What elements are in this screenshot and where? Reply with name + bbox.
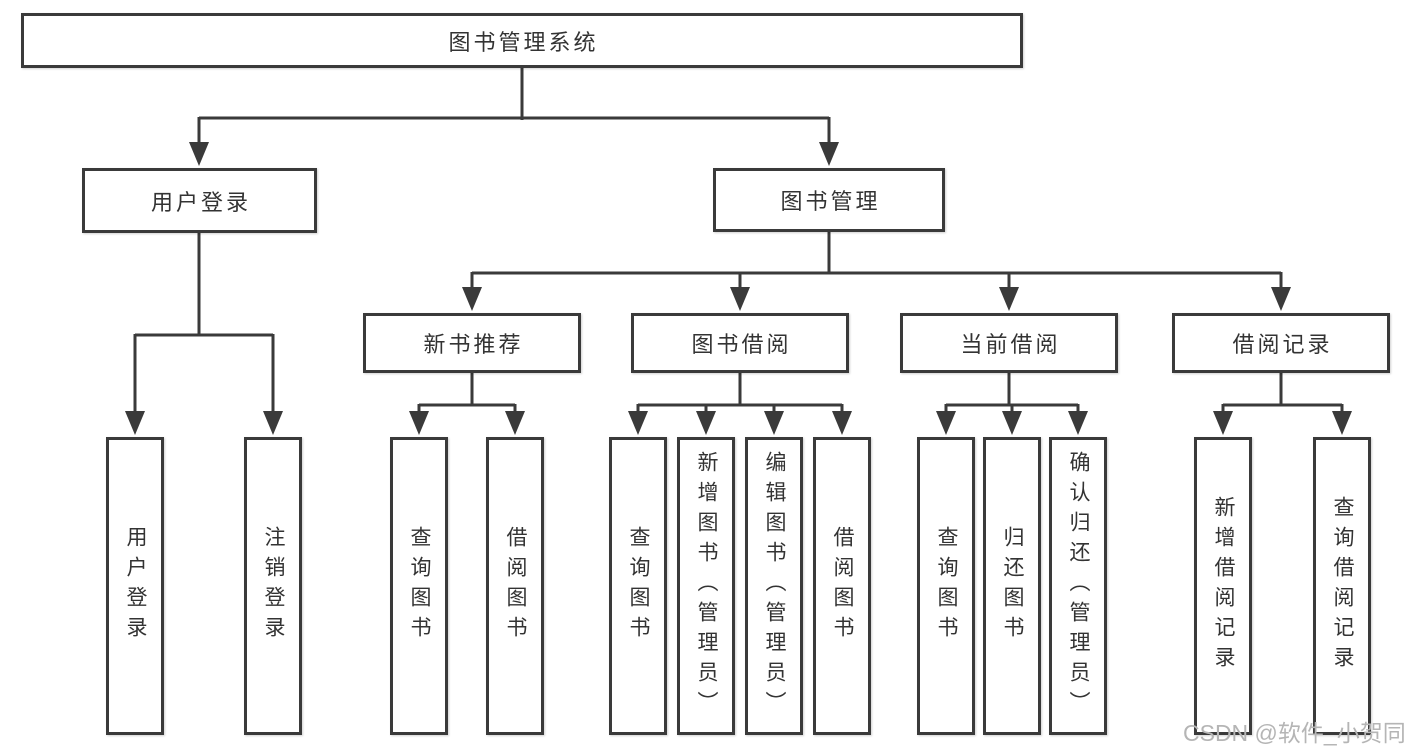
leaf-borrow-books-2: 借阅图书 xyxy=(813,437,871,735)
edges-borrow-records-children xyxy=(1213,371,1352,435)
leaf-logout: 注销登录 xyxy=(244,437,302,735)
leaf-add-borrow-record: 新增借阅记录 xyxy=(1194,437,1252,735)
leaf-user-login: 用户登录 xyxy=(106,437,164,735)
node-book-borrow-label: 图书借阅 xyxy=(691,332,792,357)
leaf-query-books-current-label: 查询图书 xyxy=(935,526,958,646)
leaf-add-book-admin: 新增图书（管理员） xyxy=(677,437,735,735)
edges-book-management-children xyxy=(462,230,1291,311)
leaf-query-borrow-record-label: 查询借阅记录 xyxy=(1331,496,1354,676)
node-current-borrow-label: 当前借阅 xyxy=(960,332,1061,357)
node-user-login: 用户登录 xyxy=(82,168,317,233)
node-root: 图书管理系统 xyxy=(21,13,1023,68)
leaf-query-borrow-record: 查询借阅记录 xyxy=(1313,437,1371,735)
leaf-query-books-current: 查询图书 xyxy=(917,437,975,735)
leaf-borrow-books-recommend: 借阅图书 xyxy=(486,437,544,735)
node-book-borrow: 图书借阅 xyxy=(631,313,849,373)
edges-root-to-level2 xyxy=(189,68,839,166)
leaf-user-login-label: 用户登录 xyxy=(124,526,147,646)
leaf-borrow-books-2-label: 借阅图书 xyxy=(831,526,854,646)
leaf-edit-book-admin: 编辑图书（管理员） xyxy=(745,437,803,735)
leaf-confirm-return-admin: 确认归还（管理员） xyxy=(1049,437,1107,735)
leaf-borrow-books-recommend-label: 借阅图书 xyxy=(504,526,527,646)
node-borrow-records: 借阅记录 xyxy=(1172,313,1390,373)
edges-current-borrow-children xyxy=(936,371,1088,435)
leaf-edit-book-admin-label: 编辑图书（管理员） xyxy=(763,451,786,721)
leaf-query-books-recommend-label: 查询图书 xyxy=(408,526,431,646)
csdn-watermark: CSDN @软件_小贺同学 xyxy=(1183,720,1405,746)
leaf-add-book-admin-label: 新增图书（管理员） xyxy=(695,451,718,721)
edges-new-book-recommend-children xyxy=(409,371,525,435)
node-new-book-recommend: 新书推荐 xyxy=(363,313,581,373)
leaf-return-book-label: 归还图书 xyxy=(1001,526,1024,646)
edges-book-borrow-children xyxy=(628,371,852,435)
leaf-return-book: 归还图书 xyxy=(983,437,1041,735)
leaf-confirm-return-admin-label: 确认归还（管理员） xyxy=(1067,451,1090,721)
leaf-add-borrow-record-label: 新增借阅记录 xyxy=(1212,496,1235,676)
node-new-book-recommend-label: 新书推荐 xyxy=(423,332,524,357)
node-root-label: 图书管理系统 xyxy=(448,29,599,55)
leaf-query-books-borrow: 查询图书 xyxy=(609,437,667,735)
node-book-management: 图书管理 xyxy=(713,168,945,232)
node-borrow-records-label: 借阅记录 xyxy=(1232,332,1333,357)
node-current-borrow: 当前借阅 xyxy=(900,313,1118,373)
leaf-query-books-recommend: 查询图书 xyxy=(390,437,448,735)
node-book-management-label: 图书管理 xyxy=(780,189,881,214)
edges-user-login-children xyxy=(125,231,283,435)
node-user-login-label: 用户登录 xyxy=(150,189,251,215)
leaf-query-books-borrow-label: 查询图书 xyxy=(627,526,650,646)
leaf-logout-label: 注销登录 xyxy=(262,526,285,646)
